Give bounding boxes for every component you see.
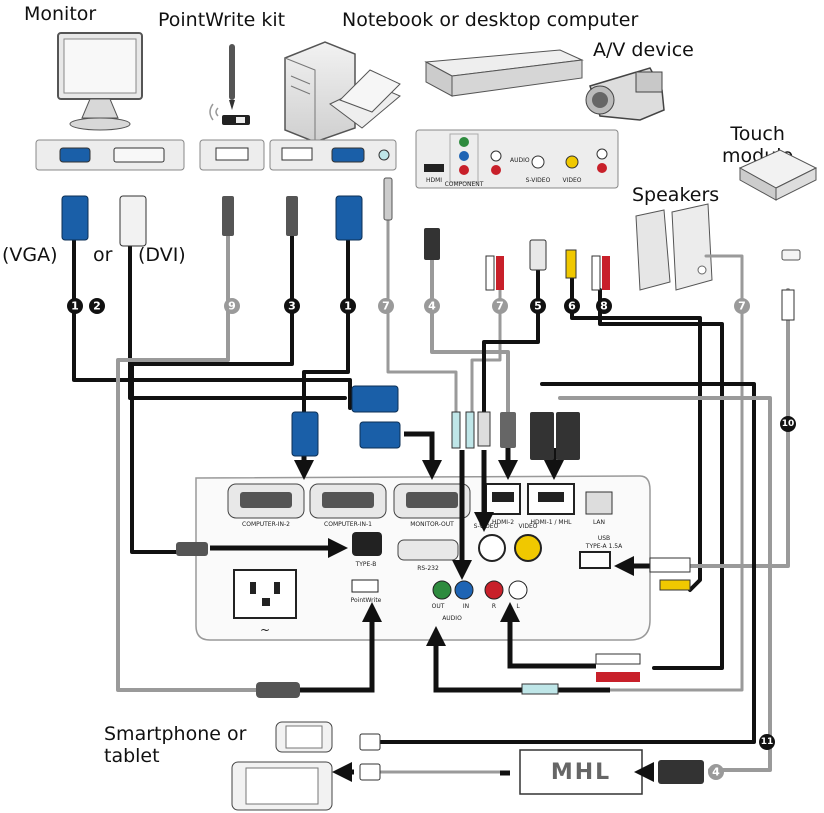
svg-text:7: 7 [496, 300, 504, 313]
audio-in-label: IN [463, 603, 469, 610]
av-port-panel: HDMI COMPONENT AUDIO S-VIDEO VIDEO [416, 130, 618, 188]
cable-badge-2: 2 [89, 298, 105, 314]
cable-badge-7c: 7 [734, 298, 750, 314]
svg-text:10: 10 [782, 419, 795, 429]
cable-badge-7a: 7 [378, 298, 394, 314]
cable-badge-3: 3 [284, 298, 300, 314]
mhl-logo: MHL [551, 760, 611, 785]
pointwrite-pen-icon [210, 44, 250, 125]
smartphone-icon [276, 722, 332, 752]
ac-symbol: ~ [260, 623, 270, 637]
svg-text:4: 4 [712, 766, 720, 779]
computer-icon [285, 42, 400, 142]
pointwrite-port-label: PointWrite [351, 597, 382, 604]
monitor-icon [58, 33, 142, 130]
audio-label: AUDIO [442, 615, 462, 622]
device-audio-label: AUDIO [510, 157, 530, 164]
cable-badge-1b: 1 [340, 298, 356, 314]
device-component-label: COMPONENT [445, 181, 484, 188]
pointwrite-port-panel [200, 140, 264, 170]
svideo-label: S-VIDEO [474, 523, 499, 530]
svg-text:1: 1 [344, 300, 352, 313]
cable-badge-4a: 4 [424, 298, 440, 314]
monitor-out-label: MONITOR-OUT [410, 521, 454, 528]
cable-badge-8: 8 [596, 298, 612, 314]
touch-module-icon [740, 150, 816, 260]
usb-spec-label: TYPE-A 1.5A [585, 543, 623, 550]
computer-port-panel [270, 140, 396, 170]
audio-out-label: OUT [432, 603, 445, 610]
camcorder-icon [586, 68, 664, 120]
svg-text:3: 3 [288, 300, 296, 313]
type-b-label: TYPE-B [355, 561, 377, 568]
cable-badge-7b: 7 [492, 298, 508, 314]
cable-badge-10: 10 [780, 416, 796, 432]
svg-text:11: 11 [761, 737, 774, 747]
projector-rear-panel: COMPUTER-IN-2 COMPUTER-IN-1 MONITOR-OUT … [196, 476, 650, 640]
svg-text:7: 7 [738, 300, 746, 313]
svg-text:8: 8 [600, 300, 608, 313]
monitor-port-panel [36, 140, 184, 170]
tablet-icon [232, 762, 332, 810]
cable-badge-11: 11 [759, 734, 775, 750]
video-label: VIDEO [518, 523, 537, 530]
cable-badge-9: 9 [224, 298, 240, 314]
computer-in-2-label: COMPUTER-IN-2 [242, 521, 290, 528]
svg-text:5: 5 [534, 300, 542, 313]
svg-text:4: 4 [428, 300, 436, 313]
cable-badge-4b: 4 [708, 764, 724, 780]
svg-text:2: 2 [93, 300, 101, 313]
svg-text:7: 7 [382, 300, 390, 313]
speakers-icon [636, 204, 712, 290]
rs232-label: RS-232 [417, 565, 439, 572]
svg-text:9: 9 [228, 300, 236, 313]
device-hdmi-label: HDMI [426, 177, 442, 184]
cable-badge-1a: 1 [67, 298, 83, 314]
lan-label: LAN [593, 519, 605, 526]
av-player-icon [426, 50, 582, 96]
device-video-label: VIDEO [562, 177, 581, 184]
cable-badge-6: 6 [564, 298, 580, 314]
cable-badge-5: 5 [530, 298, 546, 314]
audio-r-label: R [492, 603, 496, 610]
svg-text:6: 6 [568, 300, 576, 313]
computer-in-1-label: COMPUTER-IN-1 [324, 521, 372, 528]
device-svideo-label: S-VIDEO [526, 177, 551, 184]
usb-label: USB [598, 535, 610, 542]
svg-text:1: 1 [71, 300, 79, 313]
